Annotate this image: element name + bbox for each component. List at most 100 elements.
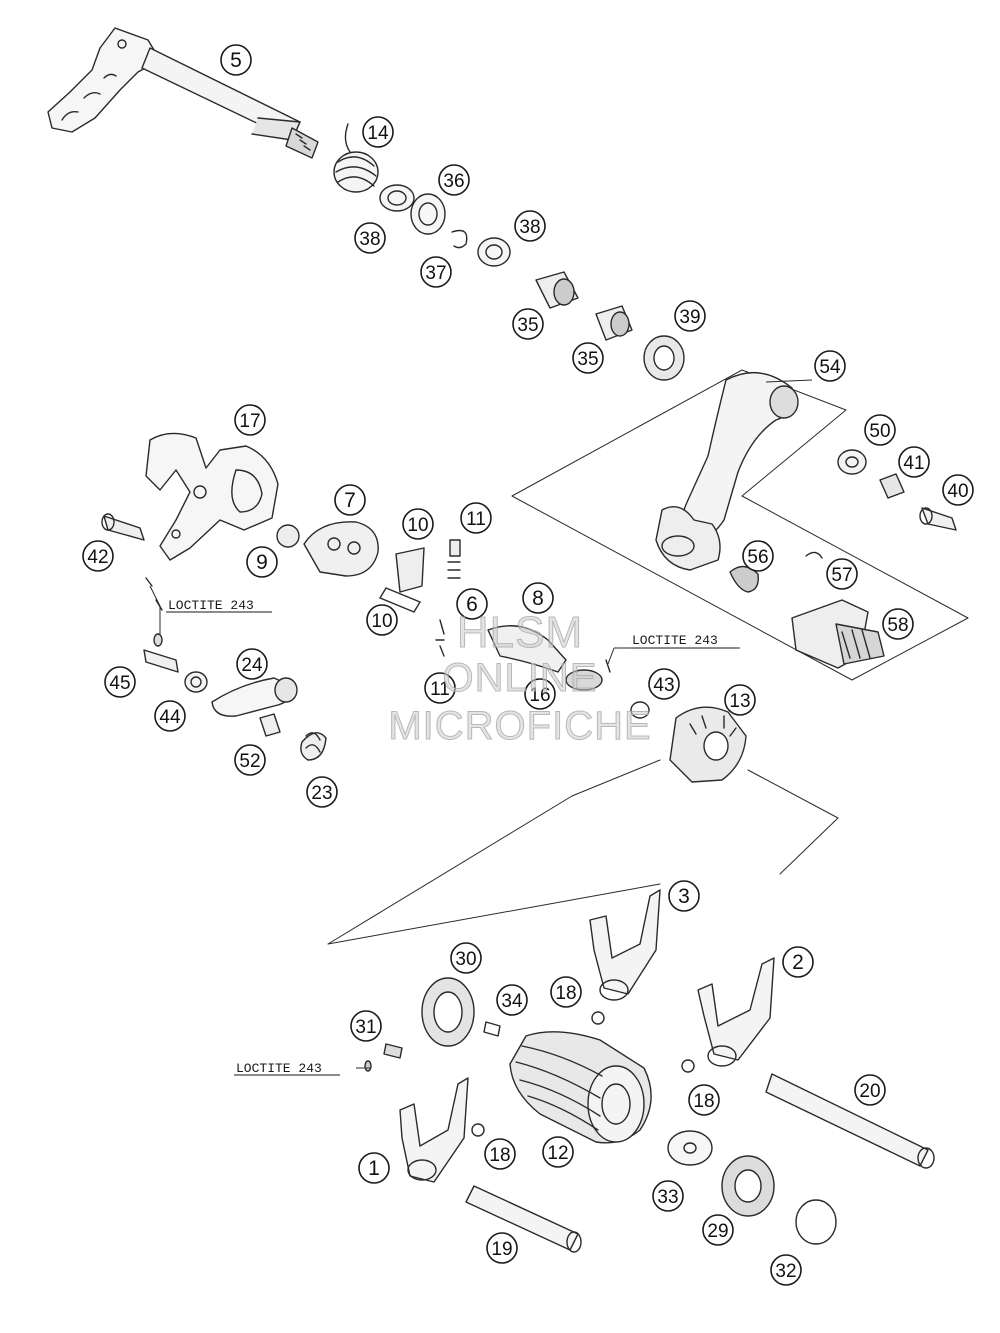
callout-number: 13 xyxy=(729,691,750,712)
callout-1: 1 xyxy=(358,1152,390,1184)
fork-outline xyxy=(327,883,661,945)
callout-number: 23 xyxy=(311,783,332,804)
callout-circle xyxy=(402,508,434,540)
shift-drum xyxy=(509,1031,652,1144)
callout-circle xyxy=(236,648,268,680)
callout-number: 17 xyxy=(239,411,260,432)
shift-fork xyxy=(399,1077,469,1183)
callout-number: 1 xyxy=(368,1157,380,1180)
callout-52: 52 xyxy=(234,744,266,776)
callout-number: 36 xyxy=(443,171,464,192)
assembly-outline xyxy=(511,369,969,681)
callout-33: 33 xyxy=(652,1180,684,1212)
callout-38: 38 xyxy=(354,222,386,254)
callout-11: 11 xyxy=(460,502,492,534)
callout-17: 17 xyxy=(234,404,266,436)
callout-14: 14 xyxy=(362,116,394,148)
callout-circle xyxy=(854,1074,886,1106)
callout-circle xyxy=(234,744,266,776)
spring-pin xyxy=(449,539,461,557)
callout-circle xyxy=(770,1254,802,1286)
callout-number: 7 xyxy=(344,489,356,512)
callout-number: 2 xyxy=(792,951,804,974)
callout-34: 34 xyxy=(496,984,528,1016)
callout-number: 19 xyxy=(491,1239,512,1260)
callout-number: 24 xyxy=(241,655,263,676)
callout-number: 16 xyxy=(529,685,550,706)
callout-13: 13 xyxy=(724,684,756,716)
callout-number: 10 xyxy=(407,515,428,536)
callout-circle xyxy=(362,116,394,148)
callout-23: 23 xyxy=(306,776,338,808)
shift-shaft xyxy=(47,27,319,159)
callout-circle xyxy=(354,222,386,254)
callout-circle xyxy=(742,540,774,572)
callout-18: 18 xyxy=(484,1138,516,1170)
callout-number: 11 xyxy=(430,679,450,700)
shift-fork xyxy=(589,889,661,995)
callout-number: 18 xyxy=(489,1145,510,1166)
callout-circle xyxy=(898,446,930,478)
callout-number: 14 xyxy=(367,123,389,144)
callout-circle xyxy=(674,300,706,332)
callout-18: 18 xyxy=(688,1084,720,1116)
callout-circle xyxy=(702,1214,734,1246)
callout-circle xyxy=(456,588,488,620)
callout-10: 10 xyxy=(366,604,398,636)
callout-circle xyxy=(484,1138,516,1170)
callout-circle xyxy=(512,308,544,340)
callout-24: 24 xyxy=(236,648,268,680)
callout-circle xyxy=(424,672,456,704)
callout-56: 56 xyxy=(742,540,774,572)
shift-quadrant xyxy=(303,521,379,577)
screw xyxy=(383,1043,403,1059)
callout-number: 52 xyxy=(239,751,260,772)
callout-54: 54 xyxy=(814,350,846,382)
loctite-label: LOCTITE 243 xyxy=(632,633,718,648)
callout-58: 58 xyxy=(882,608,914,640)
callout-circle xyxy=(522,582,554,614)
callout-3: 3 xyxy=(668,880,700,912)
callout-number: 41 xyxy=(903,453,924,474)
callout-9: 9 xyxy=(246,546,278,578)
callout-circle xyxy=(358,1152,390,1184)
callout-45: 45 xyxy=(104,666,136,698)
shift-pawl xyxy=(395,547,425,593)
needle-bushing xyxy=(595,305,633,341)
callout-number: 33 xyxy=(657,1187,678,1208)
bushing xyxy=(879,473,905,499)
callout-number: 12 xyxy=(547,1143,568,1164)
callout-11: 11 xyxy=(424,672,456,704)
callout-number: 35 xyxy=(517,315,538,336)
callout-circle xyxy=(234,404,266,436)
shift-lever xyxy=(655,371,799,571)
callout-number: 38 xyxy=(519,217,540,238)
callout-44: 44 xyxy=(154,700,186,732)
shift-fork xyxy=(697,957,775,1061)
locking-lever xyxy=(487,625,567,673)
callout-12: 12 xyxy=(542,1136,574,1168)
bolt xyxy=(143,649,179,673)
callout-10: 10 xyxy=(402,508,434,540)
callout-circle xyxy=(652,1180,684,1212)
callout-number: 45 xyxy=(109,673,130,694)
callout-circle xyxy=(826,558,858,590)
callout-circle xyxy=(486,1232,518,1264)
return-spring xyxy=(333,123,379,193)
callout-6: 6 xyxy=(456,588,488,620)
callout-circle xyxy=(496,984,528,1016)
callout-29: 29 xyxy=(702,1214,734,1246)
callout-circle xyxy=(648,668,680,700)
callout-30: 30 xyxy=(450,942,482,974)
callout-circle xyxy=(350,1010,382,1042)
shift-drum-locator xyxy=(669,706,747,783)
callout-number: 32 xyxy=(775,1261,796,1282)
callout-circle xyxy=(154,700,186,732)
callout-number: 43 xyxy=(653,675,674,696)
washer xyxy=(184,671,208,693)
callout-circle xyxy=(782,946,814,978)
callout-number: 35 xyxy=(577,349,598,370)
callout-circle xyxy=(220,44,252,76)
spacer xyxy=(276,524,300,548)
